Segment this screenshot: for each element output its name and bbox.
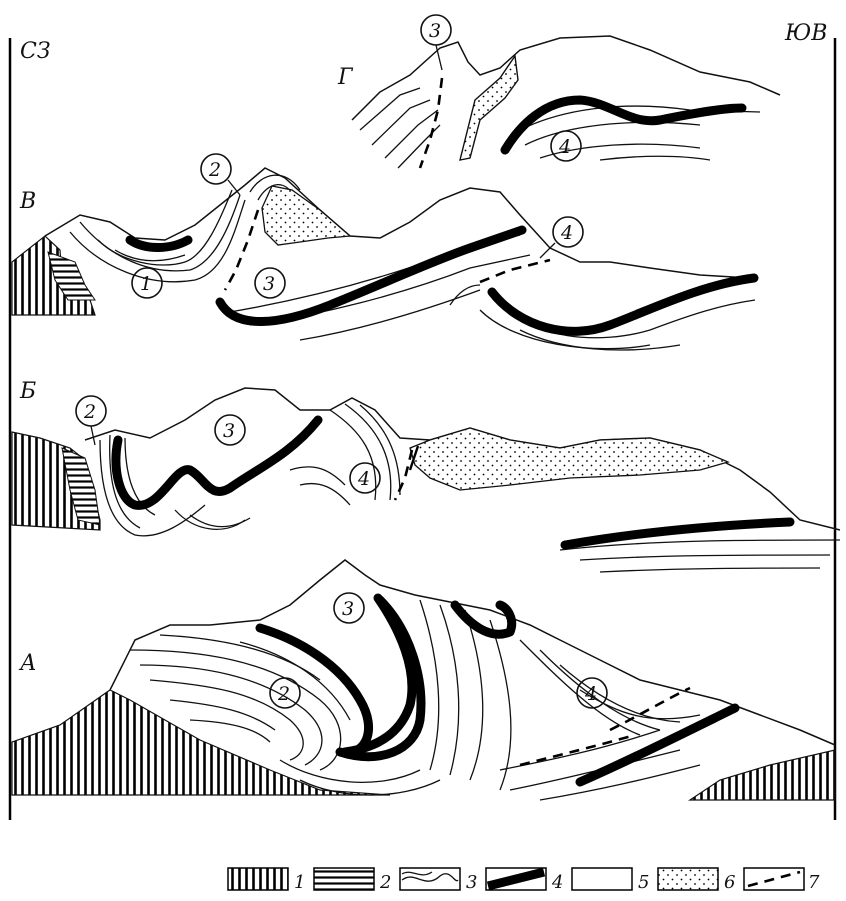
svg-text:4: 4: [560, 222, 573, 244]
basement-a-east: [690, 750, 835, 800]
legend: 1 2 3 4 5 6 7: [228, 868, 820, 893]
panel-label-g: Г: [337, 65, 354, 90]
svg-text:2: 2: [277, 683, 290, 705]
orientation-east: ЮВ: [784, 21, 827, 46]
svg-text:3: 3: [223, 420, 235, 442]
svg-text:4: 4: [551, 872, 563, 893]
callout-v-1: 1: [132, 268, 162, 298]
orientation-west: СЗ: [20, 39, 51, 64]
section-a: А: [12, 560, 835, 800]
dotted-body-v: [262, 186, 350, 245]
strata-v: [70, 175, 755, 350]
svg-text:1: 1: [294, 872, 305, 893]
svg-text:7: 7: [808, 872, 820, 893]
legend-item-6: 6: [658, 868, 735, 893]
svg-text:4: 4: [357, 468, 370, 490]
panel-label-b: Б: [19, 379, 36, 404]
callout-g-4: 4: [551, 131, 581, 161]
callout-v-4: 4: [540, 217, 583, 258]
callout-v-2: 2: [201, 154, 240, 195]
section-b: Б 2 3: [12, 379, 840, 572]
section-v: В 2 1: [12, 154, 755, 350]
svg-text:5: 5: [638, 872, 649, 893]
black-bed-g: [505, 100, 742, 150]
legend-item-1: 1: [228, 868, 305, 893]
black-bed-v-east: [492, 278, 754, 331]
panel-label-v: В: [19, 189, 36, 214]
svg-text:3: 3: [342, 598, 354, 620]
surface-v: [45, 168, 750, 278]
svg-text:4: 4: [584, 683, 597, 705]
svg-text:1: 1: [140, 273, 152, 295]
callout-v-3: 3: [255, 268, 285, 298]
svg-text:4: 4: [558, 136, 571, 158]
panel-label-a: А: [18, 651, 37, 676]
svg-text:3: 3: [263, 273, 275, 295]
svg-text:3: 3: [466, 872, 477, 893]
svg-text:2: 2: [208, 159, 221, 181]
svg-text:2: 2: [83, 401, 96, 423]
legend-item-2: 2: [314, 868, 391, 893]
svg-text:3: 3: [429, 20, 441, 42]
svg-text:2: 2: [379, 872, 391, 893]
legend-item-3: 3: [400, 868, 477, 893]
legend-item-5: 5: [572, 868, 649, 893]
svg-text:6: 6: [724, 872, 735, 893]
section-g: Г 3 4: [337, 15, 780, 168]
legend-item-4: 4: [486, 868, 563, 893]
legend-item-7: 7: [744, 868, 820, 893]
